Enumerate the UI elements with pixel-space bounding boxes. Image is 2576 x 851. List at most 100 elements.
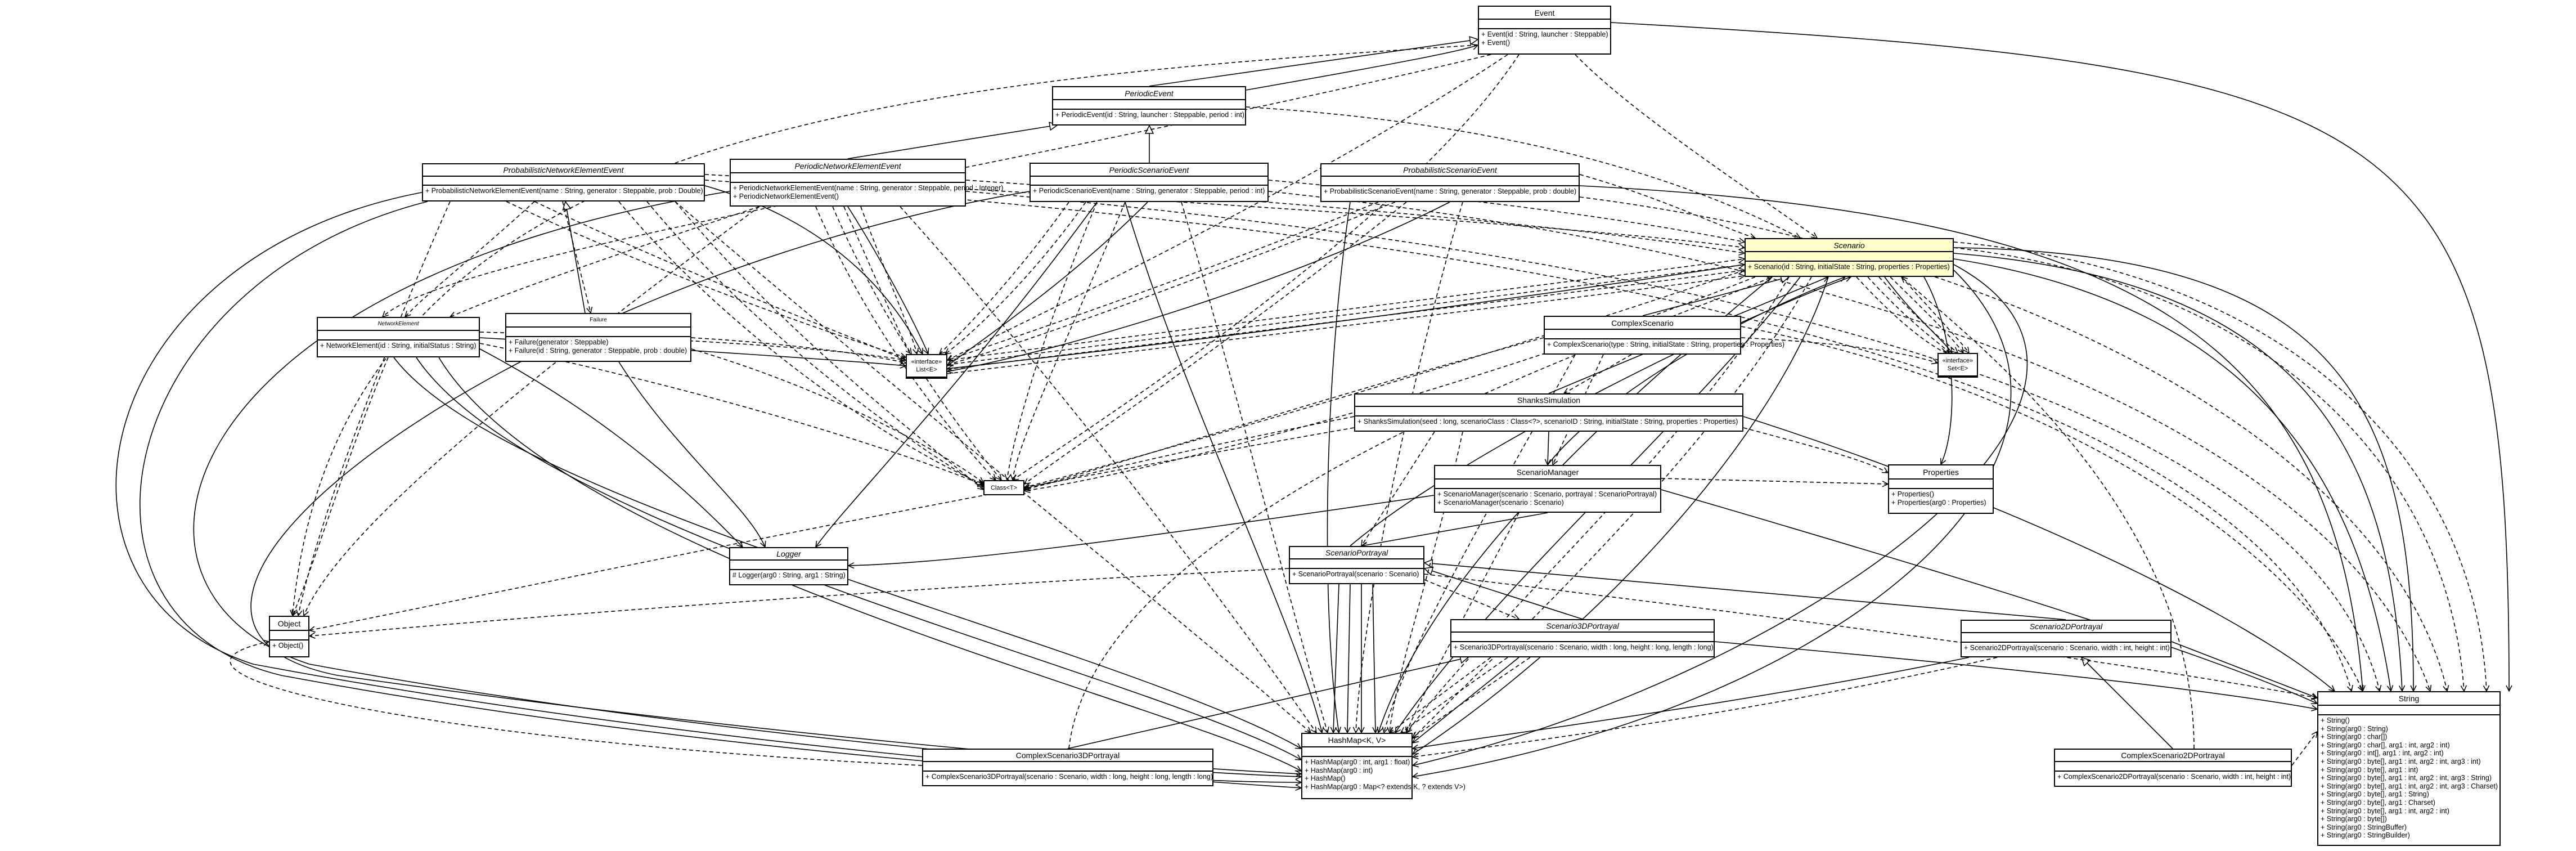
class-class-t[interactable]: Class<T> xyxy=(983,480,1024,495)
operation: + HashMap(arg0 : int) xyxy=(1305,766,1373,774)
class-scenario-operations: + Scenario(id : String, initialState : S… xyxy=(1746,262,1953,272)
class-complex-scenario-2d-portrayal-name: ComplexScenario2DPortrayal xyxy=(2121,751,2225,760)
edge-dep-complex-class xyxy=(1024,337,1544,489)
edge-assoc-shanks-manager xyxy=(1548,431,1549,465)
edge-dep-nee-string xyxy=(965,191,2380,691)
edge-dep-nee-object xyxy=(304,206,760,616)
edge-assoc-scenario-set xyxy=(1884,276,1952,353)
operation: + HashMap() xyxy=(1305,774,1346,783)
edge-assoc-scenario-hashmap-4 xyxy=(1413,264,2028,765)
class-periodic-event-name: PeriodicEvent xyxy=(1125,88,1174,98)
edge-assoc-pse-list xyxy=(947,201,1148,366)
edge-dep-scenario-string-2 xyxy=(1953,241,2487,691)
class-periodic-scenario-event[interactable]: PeriodicScenarioEvent + PeriodicScenario… xyxy=(1029,163,1269,202)
edge-dep-pnee-networkelement xyxy=(405,201,535,317)
operation: + String(arg0 : byte[], arg1 : Charset) xyxy=(2321,798,2435,807)
class-complex-scenario-3d-portrayal[interactable]: ComplexScenario3DPortrayal + ComplexScen… xyxy=(922,749,1213,786)
class-probabilistic-network-element-event[interactable]: ProbabilisticNetworkElementEvent + Proba… xyxy=(422,163,705,201)
class-network-element-name: NetworkElement xyxy=(377,320,419,327)
class-complex-scenario-2d-portrayal-operations: + ComplexScenario2DPortrayal(scenario : … xyxy=(2055,772,2291,782)
edge-dep-scenario-set-4 xyxy=(1890,276,1963,353)
class-complex-scenario[interactable]: ComplexScenario + ComplexScenario(type :… xyxy=(1544,316,1784,355)
operation: + String(arg0 : byte[]) xyxy=(2321,815,2387,823)
interface-set[interactable]: «interface» Set<E> xyxy=(1937,353,1978,378)
edge-assoc-prse-hashmap xyxy=(1327,201,1351,733)
edge-assoc-scenario-string-3 xyxy=(1953,247,2413,691)
class-scenario-portrayal[interactable]: ScenarioPortrayal + ScenarioPortrayal(sc… xyxy=(1289,546,1424,584)
edge-assoc-nee-hashmap xyxy=(193,191,1301,777)
class-periodic-network-element-event[interactable]: PeriodicNetworkElementEvent + PeriodicNe… xyxy=(730,159,1003,207)
interface-list[interactable]: «interface» List<E> xyxy=(906,354,947,379)
edge-assoc-event-string xyxy=(1611,22,2509,691)
edge-assoc-pse-logger xyxy=(816,201,1098,547)
class-complex-scenario-3d-portrayal-name: ComplexScenario3DPortrayal xyxy=(1015,751,1120,760)
class-string[interactable]: String + String() + String(arg0 : String… xyxy=(2317,691,2501,846)
edge-assoc-s2d-string xyxy=(2171,641,2317,698)
class-shanks-simulation-name: ShanksSimulation xyxy=(1517,396,1581,405)
operation: + String(arg0 : byte[], arg1 : String) xyxy=(2321,790,2429,799)
edge-dep-pnee-class-1 xyxy=(618,201,983,484)
operation: + PeriodicScenarioEvent(name : String, g… xyxy=(1033,187,1265,195)
class-logger[interactable]: Logger # Logger(arg0 : String, arg1 : St… xyxy=(729,547,848,585)
edge-assoc-networkelement-hashmap-2 xyxy=(416,357,1301,760)
class-object-name: Object xyxy=(277,619,301,628)
edge-assoc-pse-hashmap xyxy=(250,191,1301,774)
class-class-t-name: Class<T> xyxy=(990,484,1018,491)
class-string-name: String xyxy=(2398,694,2420,703)
class-complex-scenario-2d-portrayal[interactable]: ComplexScenario2DPortrayal + ComplexScen… xyxy=(2054,749,2292,787)
class-event-name: Event xyxy=(1534,8,1555,17)
class-scenario-manager[interactable]: ScenarioManager + ScenarioManager(scenar… xyxy=(1434,465,1661,513)
class-scenario-name: Scenario xyxy=(1833,240,1865,250)
class-hashmap-name: HashMap<K, V> xyxy=(1328,736,1386,745)
operation: + String(arg0 : byte[], arg1 : int) xyxy=(2321,765,2418,774)
edge-dep-pnee-failure xyxy=(562,201,591,313)
edge-assoc-shanks-string xyxy=(1743,416,2335,691)
class-object[interactable]: Object + Object() xyxy=(269,616,309,657)
class-properties-name: Properties xyxy=(1923,467,1959,477)
operation: + String(arg0 : char[], arg1 : int, arg2… xyxy=(2321,741,2450,749)
edge-dep-manager-properties xyxy=(1661,478,1888,484)
class-event[interactable]: Event + Event(id : String, launcher : St… xyxy=(1478,6,1611,55)
class-scenario[interactable]: Scenario + Scenario(id : String, initial… xyxy=(1745,238,1954,277)
class-scenario-3d-portrayal[interactable]: Scenario3DPortrayal + Scenario3DPortraya… xyxy=(1450,619,1715,657)
operation: + String(arg0 : int[], arg1 : int, arg2 … xyxy=(2321,749,2444,758)
class-logger-name: Logger xyxy=(776,549,801,558)
class-string-operations: + String() + String(arg0 : String) + Str… xyxy=(2318,715,2499,841)
class-scenario-2d-portrayal[interactable]: Scenario2DPortrayal + Scenario2DPortraya… xyxy=(1961,620,2172,657)
edge-dep-prse-string xyxy=(1579,196,2447,691)
edge-dep-prse-hashmap xyxy=(1356,201,1463,733)
edge-dep-failure-class xyxy=(691,348,983,483)
operation: + Event() xyxy=(1481,38,1510,47)
edge-gen-periodicevent-event xyxy=(1149,39,1478,87)
edge-assoc-scenario-hashmap-3 xyxy=(1413,276,1829,754)
class-periodic-event[interactable]: PeriodicEvent + PeriodicEvent(id : Strin… xyxy=(1052,86,1246,126)
edge-dep-portrayal-object xyxy=(309,568,1289,636)
class-shanks-simulation[interactable]: ShanksSimulation + ShanksSimulation(seed… xyxy=(1354,393,1743,432)
edge-assoc-manager-scenario xyxy=(1547,277,1845,465)
class-probabilistic-scenario-event[interactable]: ProbabilisticScenarioEvent + Probabilist… xyxy=(1320,163,1580,202)
class-properties[interactable]: Properties + Properties() + Properties(a… xyxy=(1888,464,1994,514)
edge-assoc-manager-logger xyxy=(848,495,1435,566)
edge-dep-scenario-class-1 xyxy=(1024,270,1745,487)
edge-assoc-scenario-string-1 xyxy=(1953,253,2402,691)
operation: + String(arg0 : byte[], arg1 : int, arg2… xyxy=(2321,782,2498,790)
edge-dep-pse-class-2 xyxy=(1013,201,1126,480)
operation: + Failure(generator : Steppable) xyxy=(509,338,609,346)
edge-assoc-manager-portrayal xyxy=(1361,512,1548,546)
relationship-lines xyxy=(115,22,2509,788)
class-hashmap[interactable]: HashMap<K, V> + HashMap(arg0 : int, arg1… xyxy=(1301,733,1465,799)
edge-dep-prse-scenario xyxy=(1579,174,1755,238)
operation: + HashMap(arg0 : Map<? extends K, ? exte… xyxy=(1305,782,1465,791)
edge-dep-complex-hashmap xyxy=(1384,354,1576,733)
edge-gen-s3d-scenarioportrayal xyxy=(1424,568,1583,620)
edge-assoc-portrayal-hashmap-1 xyxy=(1333,584,1339,733)
class-periodic-scenario-event-name: PeriodicScenarioEvent xyxy=(1109,165,1189,174)
edge-assoc-failure-logger xyxy=(618,361,765,547)
operation: + ComplexScenario2DPortrayal(scenario : … xyxy=(2057,773,2291,781)
edge-assoc-prse-string xyxy=(1579,185,2363,691)
edge-assoc-portrayal-scenario xyxy=(1350,277,1851,547)
class-network-element[interactable]: NetworkElement + NetworkElement(id : Str… xyxy=(317,317,480,357)
operation: + String(arg0 : char[]) xyxy=(2321,733,2388,741)
class-failure[interactable]: Failure + Failure(generator : Steppable)… xyxy=(505,313,691,362)
